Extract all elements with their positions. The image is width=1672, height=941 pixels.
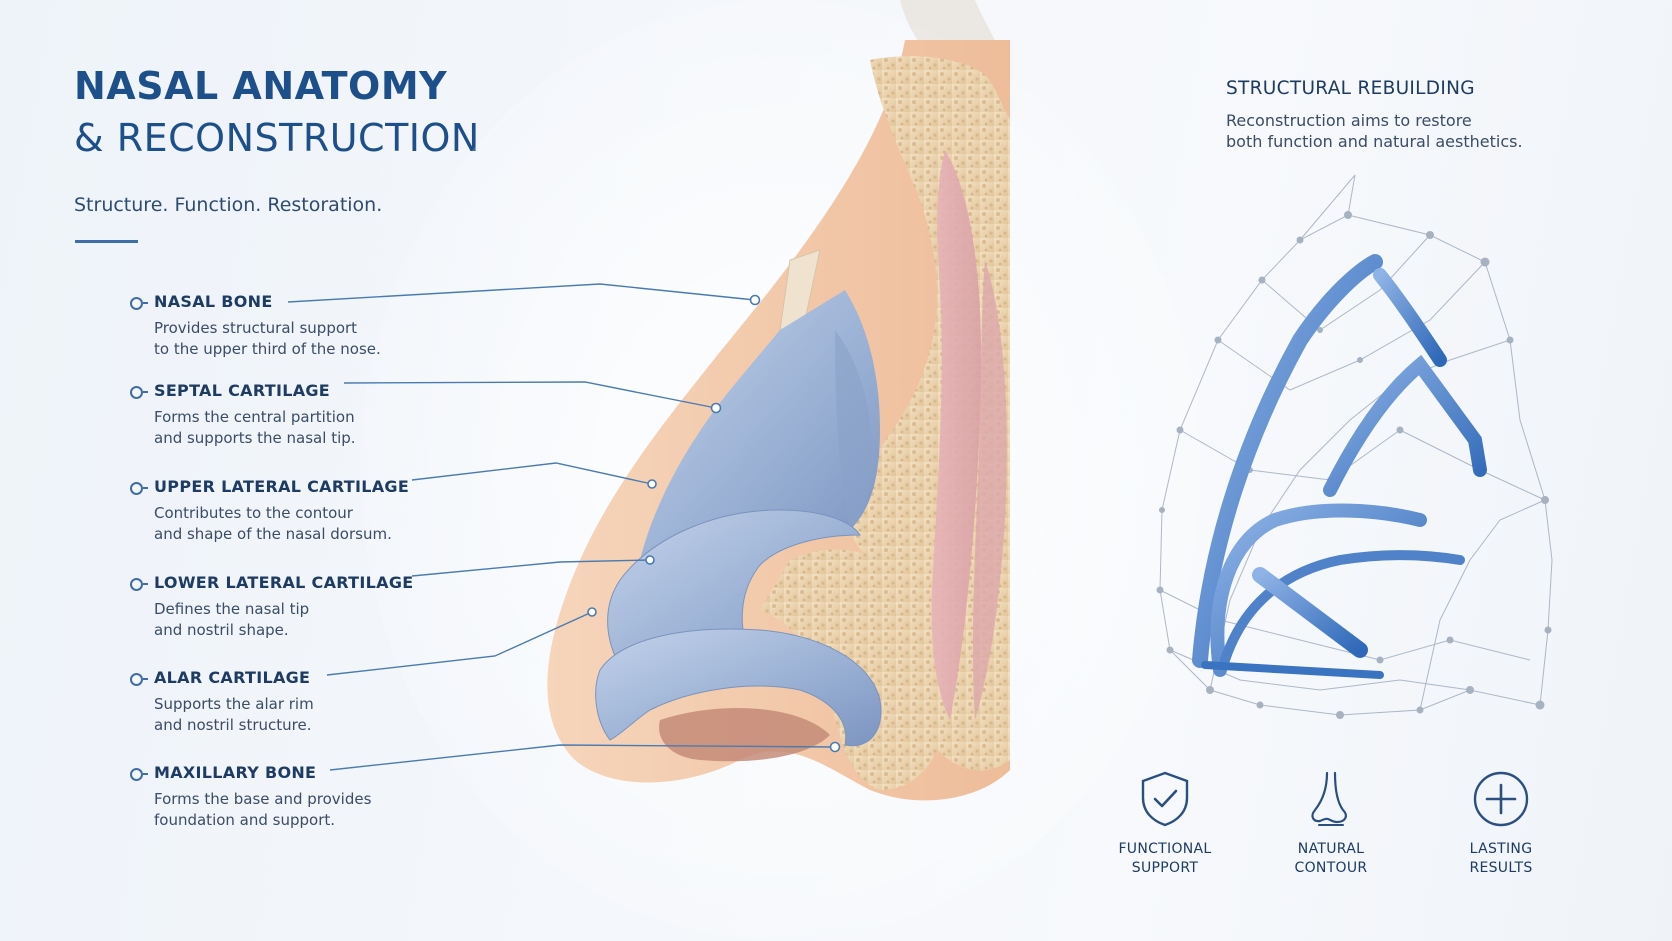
callout-label: NASAL BONE	[154, 292, 273, 311]
callout-label: UPPER LATERAL CARTILAGE	[154, 477, 410, 496]
callout-description: Provides structural support to the upper…	[154, 319, 381, 358]
feature-label: FUNCTIONAL SUPPORT	[1118, 841, 1212, 876]
callout-label: MAXILLARY BONE	[154, 763, 317, 782]
callout-label: SEPTAL CARTILAGE	[154, 381, 331, 400]
page-title-line1: NASAL ANATOMY	[74, 64, 448, 108]
callout-description: Forms the central partition and supports…	[154, 408, 356, 447]
shield-check-icon	[1141, 771, 1189, 827]
title-divider	[75, 240, 138, 243]
callout-description: Forms the base and provides foundation a…	[154, 790, 372, 829]
nose-outline-icon	[1311, 771, 1347, 826]
rebuilding-title: STRUCTURAL REBUILDING	[1226, 78, 1475, 99]
page-title-line2: & RECONSTRUCTION	[74, 116, 480, 160]
callout-description: Contributes to the contour and shape of …	[154, 504, 392, 543]
callout-marker-icon	[130, 482, 148, 495]
feature-label: NATURAL CONTOUR	[1294, 841, 1368, 876]
callout-marker-icon	[130, 768, 148, 781]
plus-circle-icon	[1473, 771, 1529, 827]
callout-marker-icon	[130, 578, 148, 591]
feature-functional-support: FUNCTIONAL SUPPORT	[1090, 770, 1240, 878]
callout-marker-icon	[130, 673, 148, 686]
callout-description: Defines the nasal tip and nostril shape.	[154, 600, 310, 639]
feature-label: LASTING RESULTS	[1469, 841, 1533, 876]
callout-marker-icon	[130, 386, 148, 399]
page-subtitle: Structure. Function. Restoration.	[74, 194, 383, 216]
callout-marker-icon	[130, 297, 148, 310]
callout-description: Supports the alar rim and nostril struct…	[154, 695, 314, 734]
feature-lasting-results: LASTING RESULTS	[1426, 770, 1576, 878]
feature-natural-contour: NATURAL CONTOUR	[1256, 770, 1406, 878]
rebuilding-description: Reconstruction aims to restore both func…	[1226, 111, 1523, 151]
callout-label: ALAR CARTILAGE	[154, 668, 311, 687]
callout-label: LOWER LATERAL CARTILAGE	[154, 573, 414, 592]
